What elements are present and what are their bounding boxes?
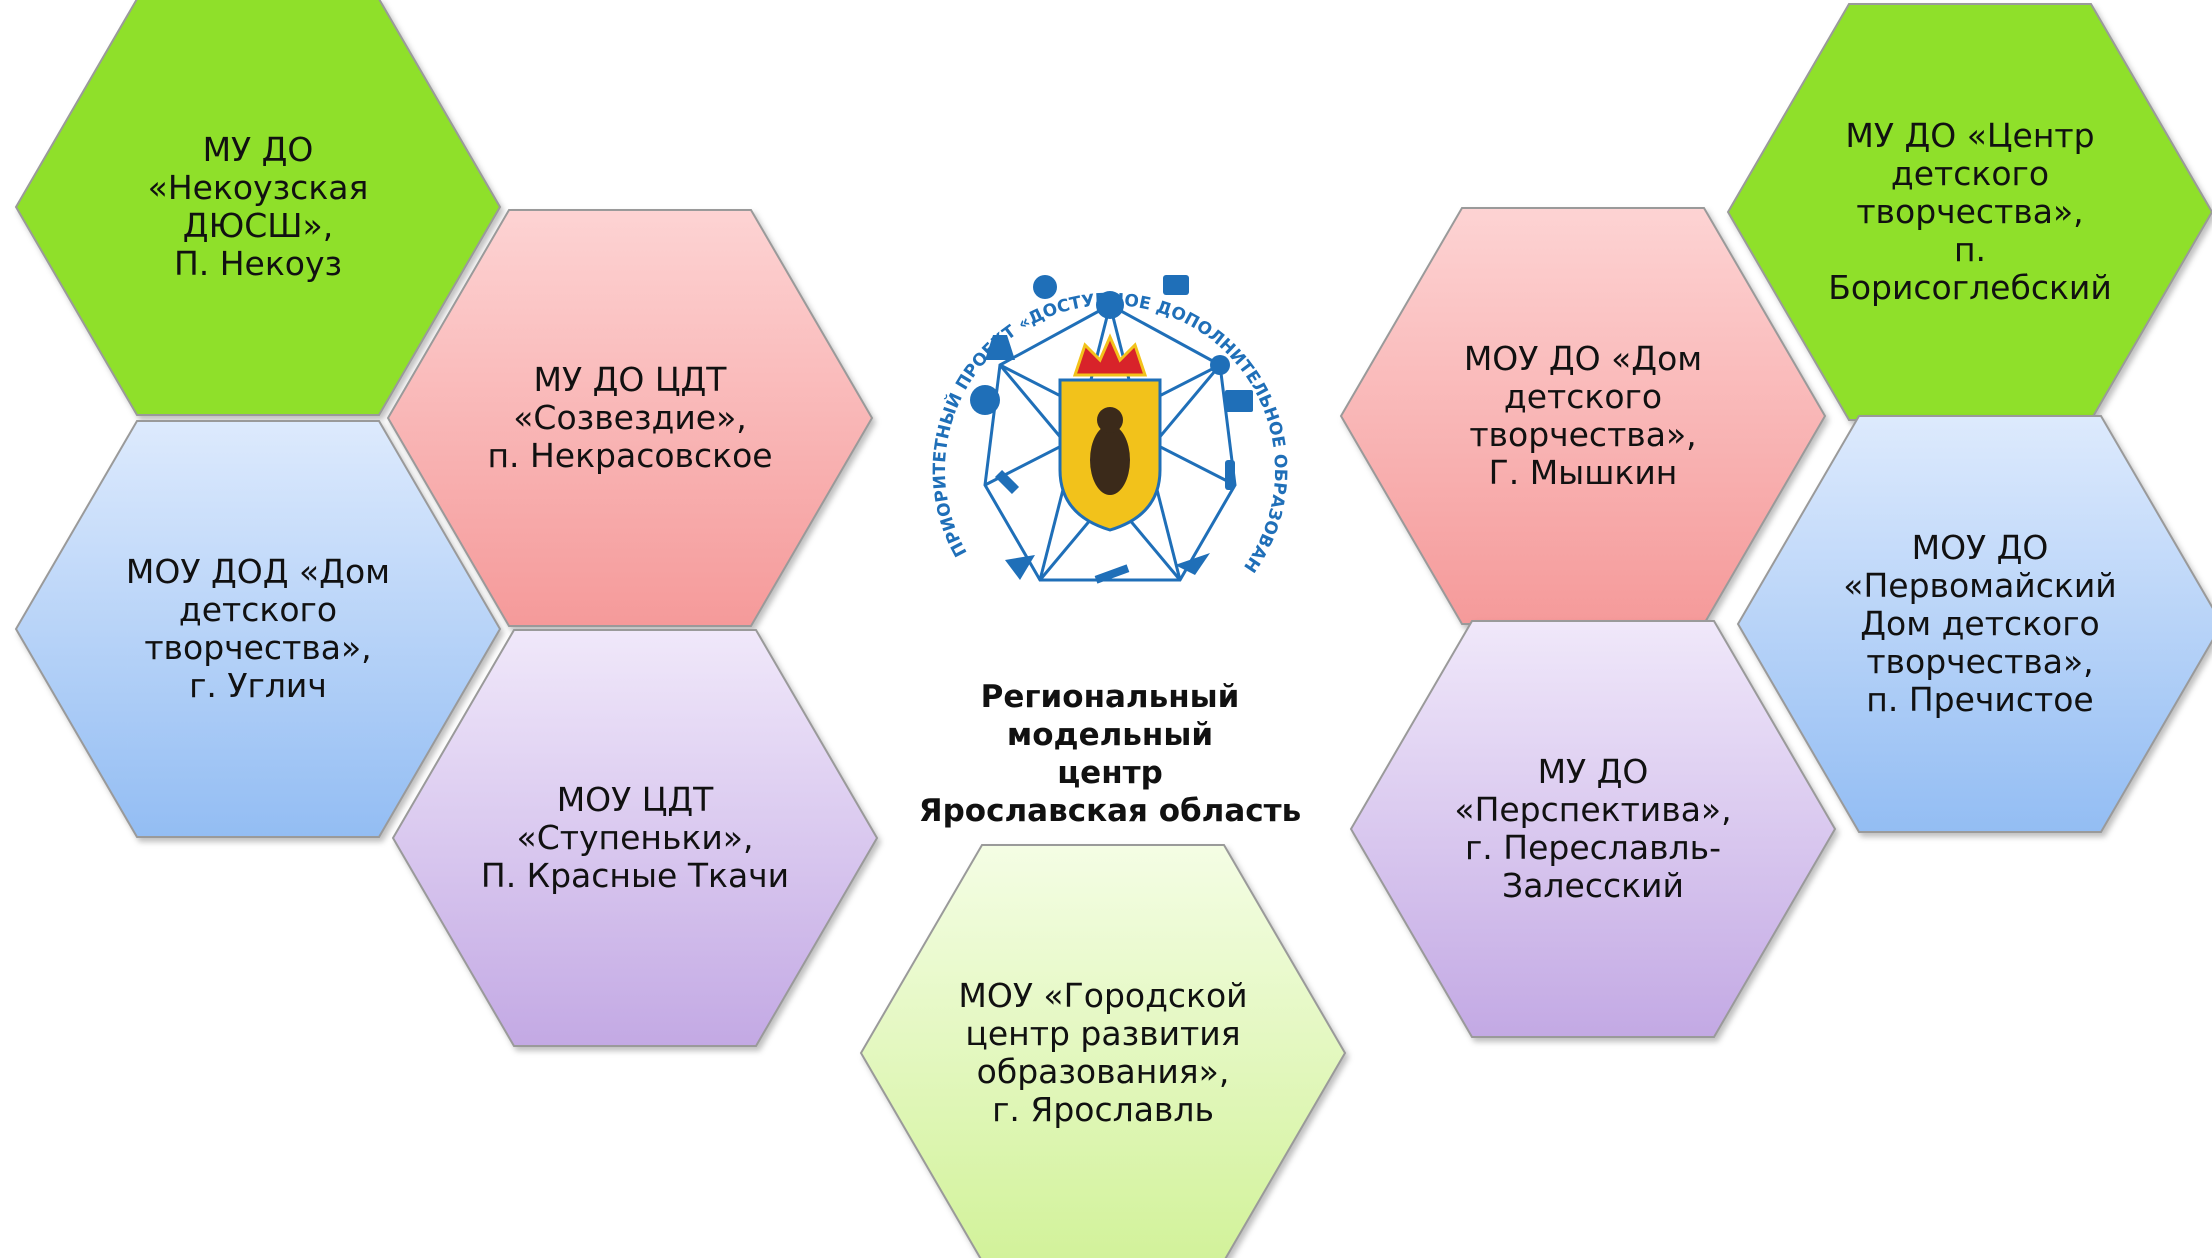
tools-icon (994, 469, 1020, 495)
telescope-icon (1094, 564, 1130, 584)
logo-node-icons (970, 275, 1253, 584)
hexagon-uglich (14, 420, 502, 838)
piano-icon (1225, 390, 1253, 412)
coat-of-arms-icon (1058, 333, 1162, 532)
globe-icon (970, 385, 1000, 415)
hexagon-pereslavl (1349, 620, 1837, 1038)
hexagon-krasnye-tkachi (391, 629, 879, 1047)
computer-icon (1163, 275, 1189, 295)
hexagon-yaroslavl (859, 844, 1347, 1258)
flask-icon (985, 335, 1015, 360)
center-title: Региональный модельный центр Ярославская… (918, 679, 1302, 829)
hexagon-prechistoe (1736, 415, 2212, 833)
hexagon-nekrasovskoe (386, 209, 874, 627)
hexagon-borisoglebsky (1726, 3, 2212, 421)
hexagon-nekouz (14, 0, 502, 416)
ruler-icon (1005, 555, 1035, 580)
project-logo: ПРИОРИТЕТНЫЙ ПРОЕКТ «ДОСТУПНОЕ ДОПОЛНИТЕ… (895, 225, 1290, 584)
palette-icon (1033, 275, 1057, 299)
microscope-icon (1225, 460, 1235, 490)
airplane-icon (1175, 553, 1210, 575)
satellite-icon (1210, 355, 1230, 375)
basketball-icon (1096, 291, 1124, 319)
hexagon-myshkin (1339, 207, 1827, 625)
